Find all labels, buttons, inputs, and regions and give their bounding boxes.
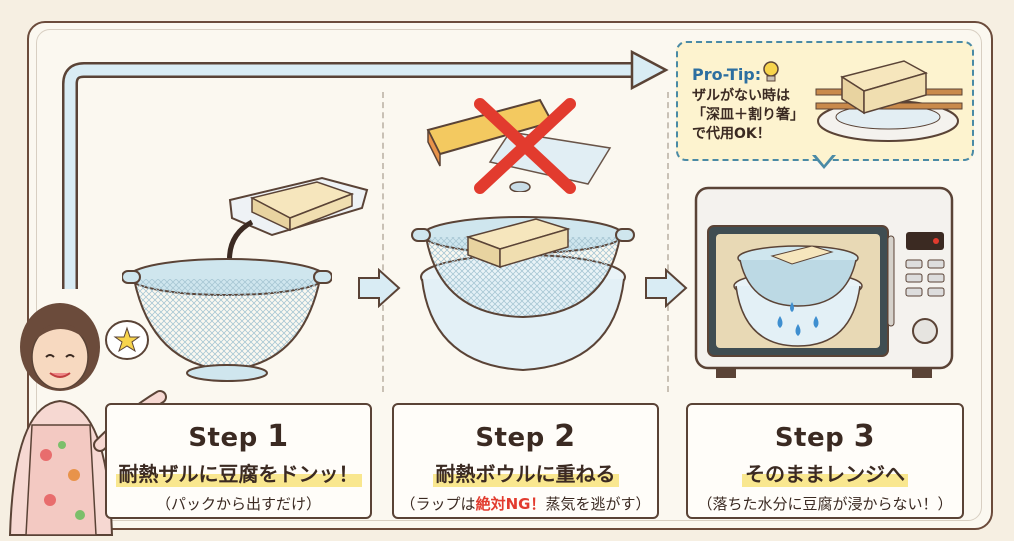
step-3-label: Step [774,423,845,453]
step-2-card: Step 2 耐熱ボウルに重ねる （ラップは絶対NG！蒸気を逃がす） [392,403,659,519]
next-arrow-icon-2 [645,268,688,308]
microwave-illustration [694,186,954,378]
step-3-title: Step 3 [688,419,962,454]
step-2-number: 2 [554,419,576,454]
woman-character-illustration [8,303,167,536]
pro-tip-text: ザルがない時は 「深皿＋割り箸」 で代用OK！ [692,87,804,144]
inner-frame [36,29,982,521]
step-2-instruction: 耐熱ボウルに重ねる [432,458,619,487]
step-3-card: Step 3 そのままレンジへ （落ちた水分に豆腐が浸からない！） [686,403,964,519]
step-2-note-before: （ラップは [400,495,476,513]
prohibited-x-icon [474,98,576,194]
pro-tip-line-3: で代用OK！ [692,126,771,142]
step-2-note: （ラップは絶対NG！蒸気を逃がす） [394,493,657,514]
plate-chopsticks-illustration [815,60,963,142]
next-arrow-icon-1 [358,268,401,308]
pro-tip-line-1: ザルがない時は [692,88,790,104]
divider-2 [667,92,669,392]
step-1-title: Step 1 [107,419,370,454]
step-3-number: 3 [853,419,876,454]
pro-tip-tail-inner [815,154,833,165]
pro-tip-title: Pro-Tip: [692,65,762,84]
flow-arrow [62,49,669,289]
colander-on-bowl-illustration [411,216,635,372]
step-1-instruction: 耐熱ザルに豆腐をドンッ！ [115,458,362,487]
step-1-number: 1 [267,419,289,454]
speech-bubble-star-icon [105,320,149,360]
step-2-note-after: 蒸気を逃がす） [545,495,651,513]
tofu-pack-illustration [228,176,369,237]
step-2-title: Step 2 [394,419,657,454]
colander-illustration [122,258,332,382]
pro-tip-line-2: 「深皿＋割り箸」 [692,107,804,123]
divider-1 [382,92,384,392]
step-3-instruction: そのままレンジへ [742,458,908,487]
pro-tip-bubble: Pro-Tip: ザルがない時は 「深皿＋割り箸」 で代用OK！ [676,41,974,161]
step-2-label: Step [475,423,545,453]
step-1-card: Step 1 耐熱ザルに豆腐をドンッ！ （パックから出すだけ） [105,403,372,519]
step-2-note-warning: 絶対NG！ [475,495,546,513]
step-3-note: （落ちた水分に豆腐が浸からない！） [697,495,953,513]
step-1-label: Step [188,423,258,453]
lightbulb-icon [763,61,779,82]
step-1-note: （パックから出すだけ） [155,495,321,513]
